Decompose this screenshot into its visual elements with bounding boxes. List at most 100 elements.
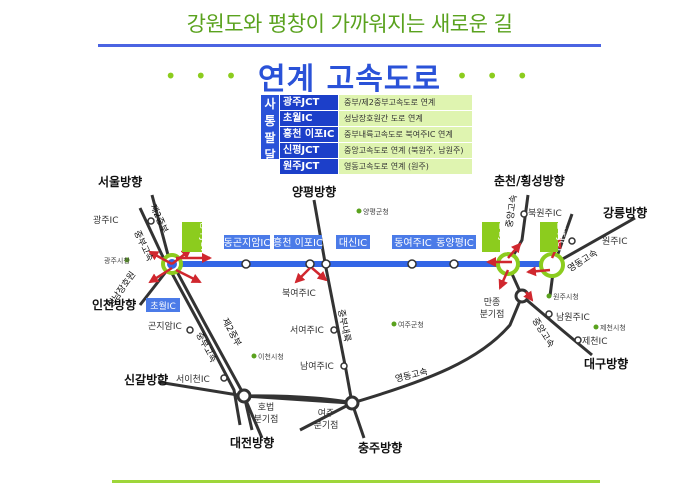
town-dot xyxy=(593,324,599,330)
yeoju-jct xyxy=(344,395,360,411)
tag-box-green xyxy=(482,222,500,252)
legend-side-char: 달 xyxy=(264,148,276,162)
direction-chungju: 충주방향 xyxy=(358,440,402,455)
arrow xyxy=(311,267,328,282)
ic-label: 남여주IC xyxy=(300,360,334,372)
junction-names: 호법 분기점 여주 분기점 만종 분기점 xyxy=(254,297,505,431)
jct-name: 만종 xyxy=(484,297,501,308)
direction-daejeon: 대전방향 xyxy=(230,435,274,450)
tag-label: 원주JCT xyxy=(555,222,566,253)
legend-row: 초월IC 성남장호원간 도로 연계 xyxy=(280,111,472,126)
ic-dot xyxy=(340,362,348,370)
station-box xyxy=(224,235,270,249)
ic-label: 제천IC xyxy=(582,336,608,347)
legend-desc: 성남장호원간 도로 연계 xyxy=(339,111,472,126)
town-dot xyxy=(391,321,397,327)
top-rule xyxy=(98,44,601,47)
ic-label: 북원주IC xyxy=(528,208,562,219)
town-label: 이천시청 xyxy=(258,352,284,361)
station-dot xyxy=(407,259,417,269)
jct-name: 여주 xyxy=(318,407,335,419)
ic-dot xyxy=(147,217,155,225)
hw-label: 영동고속 xyxy=(394,366,429,385)
direction-chuncheon: 춘천/횡성방향 xyxy=(494,173,565,188)
arrow xyxy=(526,266,551,277)
town-label: 여주군청 xyxy=(398,320,424,329)
arrow xyxy=(148,266,173,284)
tag-box-blue xyxy=(146,298,180,312)
bottom-rule xyxy=(112,480,600,483)
manjong-jct xyxy=(514,288,530,304)
legend-name: 광주JCT xyxy=(280,95,338,110)
ic-dot xyxy=(186,326,194,334)
ic-label: 서여주IC xyxy=(290,324,324,336)
road-yeoju-west xyxy=(299,401,353,432)
legend-side-char: 팔 xyxy=(264,131,276,145)
legend-desc: 중앙고속도로 연계 (북원주, 남원주) xyxy=(339,143,472,158)
legend-name: 흥천 이포IC xyxy=(280,127,338,142)
legend-desc: 중부내륙고속도로 북여주IC 연계 xyxy=(339,127,472,142)
town-label: 제천시청 xyxy=(600,323,626,332)
ic-dot xyxy=(330,326,338,334)
station-label: 동양평IC xyxy=(436,237,474,249)
arrow xyxy=(175,268,202,284)
ic-dot xyxy=(574,336,582,344)
red-arrows xyxy=(148,238,562,302)
road-yeongdong-northeast xyxy=(551,216,636,267)
road-jungang-south xyxy=(521,294,593,357)
arrow xyxy=(294,267,311,284)
tag-label: 신평JCT xyxy=(497,222,508,253)
title-dots-left: • • • xyxy=(164,64,243,88)
station-label: 동곤지암IC xyxy=(224,237,271,249)
legend-side-char: 통 xyxy=(264,114,276,128)
legend-row: 흥천 이포IC 중부내륙고속도로 북여주IC 연계 xyxy=(280,127,472,142)
road-hobeop-south xyxy=(242,395,264,439)
road-jungbu xyxy=(138,207,242,426)
legend-side-label: 사 통 팔 달 xyxy=(261,95,279,162)
station-dot xyxy=(241,259,251,269)
jct-name: 분기점 xyxy=(254,413,279,425)
legend-side-char: 사 xyxy=(264,97,276,111)
hw-label: 중앙고속 xyxy=(529,315,557,349)
station-dot xyxy=(321,259,331,269)
ic-label: 북여주IC xyxy=(282,287,316,299)
town-label: 광주시청 xyxy=(104,257,130,265)
direction-incheon: 인천방향 xyxy=(92,297,136,312)
ic-label: 광주IC xyxy=(93,214,119,226)
hw-label: 영동고속 xyxy=(566,248,600,275)
ic-dot xyxy=(568,237,576,245)
ic-labels: 광주IC 곤지암IC 서이천IC 북여주IC 서여주IC 남여주IC 북원주IC… xyxy=(93,208,628,385)
legend-name: 원주JCT xyxy=(280,159,338,174)
jct-name: 분기점 xyxy=(314,419,339,431)
title-dots-right: • • • xyxy=(456,64,535,88)
direction-daegu: 대구방향 xyxy=(584,356,628,371)
town-dot xyxy=(356,208,362,214)
ic-dot xyxy=(545,310,553,318)
arrow xyxy=(498,269,510,290)
direction-singal: 신갈방향 xyxy=(124,372,168,387)
ic-dot xyxy=(220,374,228,382)
ic-dot xyxy=(520,210,528,218)
legend-name: 초월IC xyxy=(280,111,338,126)
station-box xyxy=(392,235,434,249)
legend-row: 광주JCT 중부/제2중부고속도로 연계 xyxy=(280,95,472,110)
hw-label: 중앙고속 xyxy=(503,194,519,228)
legend-row: 신평JCT 중앙고속도로 연계 (북원주, 남원주) xyxy=(280,143,472,158)
headline: 강원도와 평창이 가까워지는 새로운 길 xyxy=(186,12,513,36)
jct-name: 분기점 xyxy=(480,308,505,320)
arrow xyxy=(523,290,534,302)
station-label: 동여주IC xyxy=(394,237,432,249)
station-dot xyxy=(305,259,315,269)
hw-label: 제2중부 xyxy=(219,316,243,348)
ic-label: 원주IC xyxy=(602,236,628,247)
direction-labels: 서울방향 인천방향 양평방향 춘천/횡성방향 강릉방향 대구방향 신갈방향 대전… xyxy=(92,173,647,455)
town-markers: 광주시청 이천시청 양평군청 여주군청 원주시청 제천시청 xyxy=(104,207,626,361)
tag-label: 초월IC xyxy=(150,300,176,312)
station-label: 흥천 이포IC xyxy=(273,236,323,249)
town-dot xyxy=(251,353,257,359)
station-box xyxy=(336,235,370,249)
legend-row: 원주JCT 영동고속도로 연계 (원주) xyxy=(280,159,472,174)
station-dot xyxy=(449,259,459,269)
station-box xyxy=(434,235,476,249)
